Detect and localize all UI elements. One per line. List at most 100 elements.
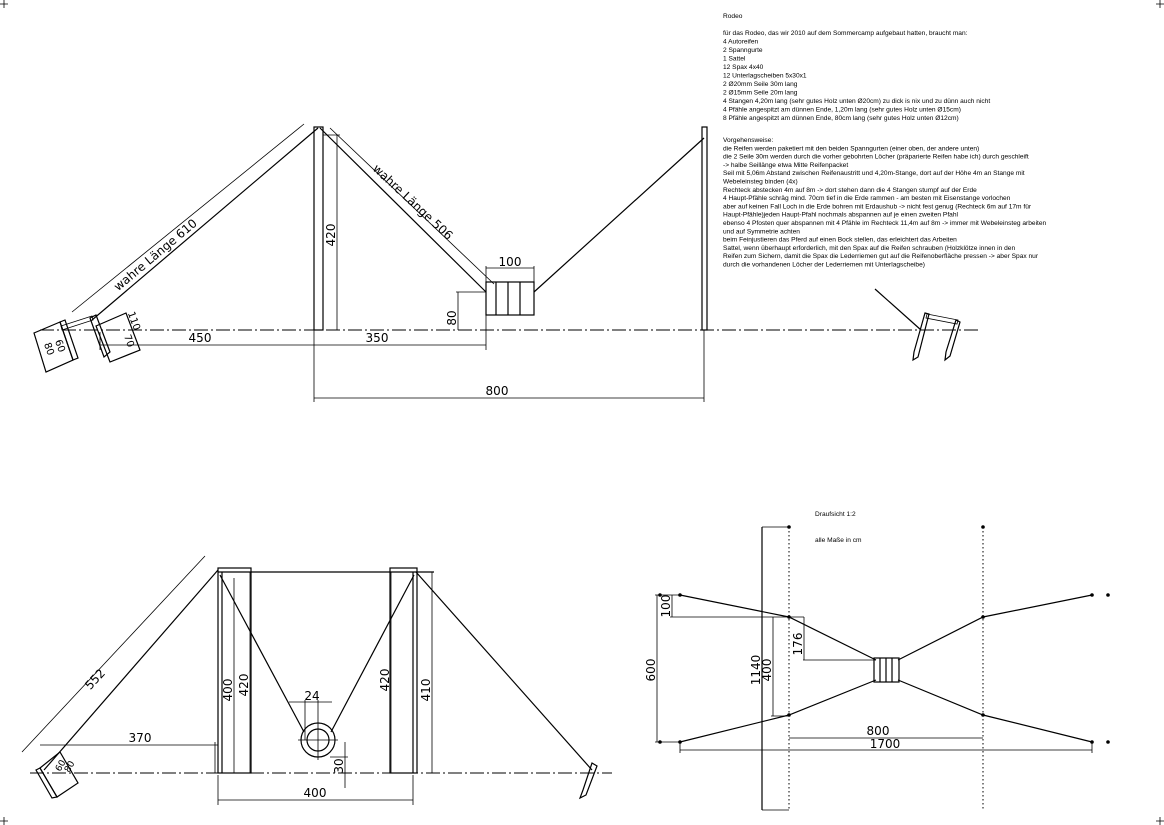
dim-pole-height: 420 [324,224,338,247]
rope-right [533,137,705,293]
dim-30: 30 [332,758,346,773]
procedure-line: und auf Symmetrie achten [723,228,800,235]
anchor-stakes-left [35,751,79,799]
dim-line-506 [329,127,495,285]
dim-tire-width: 100 [499,255,522,269]
plan-view: Draufsicht 1:2 alle Maße in cm [644,511,1110,811]
rope-right [415,571,593,771]
rope-left [91,127,319,321]
drawing-stroke [0,0,8,8]
drawing-stroke [485,281,535,316]
drawing-stroke [944,319,961,362]
drawing-stroke [21,555,206,753]
dim-350: 350 [366,331,389,345]
dim-1140: 1140 [749,655,763,686]
drawing-stroke [679,594,877,661]
front-view: 24 30 400 420 420 410 400 370 552 80 60 [21,555,612,805]
drawing-stroke [679,679,877,743]
procedure-line: Haupt-Pfähle)jeden Haupt-Pfahl nochmals … [723,212,958,219]
rope-middle [319,127,487,293]
rope-v-left [219,574,305,733]
dim-400-left: 400 [221,679,235,702]
dim-176: 176 [791,633,805,656]
materials-line: 4 Pfähle angespitzt am dünnen Ende, 1,20… [723,107,961,114]
dim-420-right: 420 [378,669,392,692]
tire-stack [873,657,900,683]
tire-stack [485,281,535,316]
dim-400: 400 [760,659,774,682]
dimension-lines [655,594,1093,753]
pole-left [313,126,324,331]
drawing-stroke [95,312,141,363]
materials-line: 1 Sattel [723,56,746,63]
drawing-stroke [1090,593,1094,597]
drawing-stroke [217,567,252,774]
procedure-line: Seil mit 5,06m Abstand zwischen Reifenau… [723,170,1025,177]
rope-left [43,569,219,771]
drawing-stroke [1106,740,1110,744]
plan-units-note: alle Maße in cm [815,537,862,544]
drawing-stroke [897,594,1093,661]
notes-title: Rodeo [723,13,743,20]
dim-stake-80: 80 [41,341,56,357]
dim-100: 100 [659,595,673,618]
drawing-stroke [389,567,418,774]
drawing-stroke [981,525,985,529]
drawing-stroke [59,319,79,361]
rope-v-right [330,574,415,733]
drawing-stroke [897,679,1093,743]
drawing-stroke [925,313,959,325]
dim-line-610 [71,123,305,313]
dim-370: 370 [129,731,152,745]
dimension-lines [21,555,433,805]
dim-stake-70: 70 [121,333,136,349]
rope-anchor-right [874,288,922,331]
procedure-line: Webeleinsteg binden (4x) [723,179,798,186]
anchor-stakes-right [912,312,961,362]
procedure-line: ebenso 4 Pfosten quer abspannen mit 4 Pf… [723,220,1047,227]
materials-line: 2 Ø20mm Seile 30m lang [723,81,798,88]
procedure-line: durch die vorhandenen Löcher der Lederri… [723,262,925,269]
materials-line: 2 Ø15mm Seile 20m lang [723,90,798,97]
drawing-stroke [981,713,985,717]
drawing-stroke [0,817,8,825]
dim-400-width: 400 [304,786,327,800]
dim-420-left: 420 [237,674,251,697]
procedure-line: -> halbe Seillänge etwa Mitte Reifenpack… [723,162,848,169]
materials-line: 4 Stangen 4,20m lang (sehr gutes Holz un… [723,98,990,105]
procedure-line: Reifen zum Sichern, damit die Spax die L… [723,253,1039,260]
dim-410: 410 [419,679,433,702]
true-length-left-label: wahre Länge 610 [111,216,200,294]
drawing-stroke [1156,0,1164,8]
drawing-stroke [981,615,985,619]
anchor-stake-right [578,762,598,800]
dim-450: 450 [189,331,212,345]
dim-800: 800 [867,724,890,738]
drawing-stroke [912,312,930,362]
dim-800: 800 [486,384,509,398]
procedure-line: die Reifen werden paketiert mit den beid… [723,145,979,152]
pole-right [701,126,708,331]
procedure-line: 4 Haupt-Pfähle schräg mind. 70cm tief in… [723,195,1011,202]
drawing-stroke [787,525,791,529]
procedure-line: die 2 Seile 30m werden durch die vorher … [723,154,1029,161]
drawing-stroke [35,767,58,799]
drawing-stroke [89,314,111,359]
dim-stake-110: 110 [125,310,142,332]
procedure-line: Rechteck abstecken 4m auf 8m -> dort ste… [723,187,977,194]
dim-24: 24 [304,689,319,703]
drawing-stroke [1156,817,1164,825]
true-length-right-label: wahre Länge 506 [370,161,456,242]
dimension-lines [99,134,705,402]
dim-600: 600 [644,659,658,682]
procedure-line: Sattel, wenn überhaupt erforderlich, mit… [723,245,1015,252]
materials-line: 12 Unterlagscheiben 5x30x1 [723,73,807,80]
dim-tire-height: 80 [445,310,459,325]
materials-line: 8 Pfähle angespitzt am dünnen Ende, 80cm… [723,115,959,122]
drawing-stroke [1106,593,1110,597]
drawing-stroke [60,315,94,331]
anchor-points [658,525,1110,744]
